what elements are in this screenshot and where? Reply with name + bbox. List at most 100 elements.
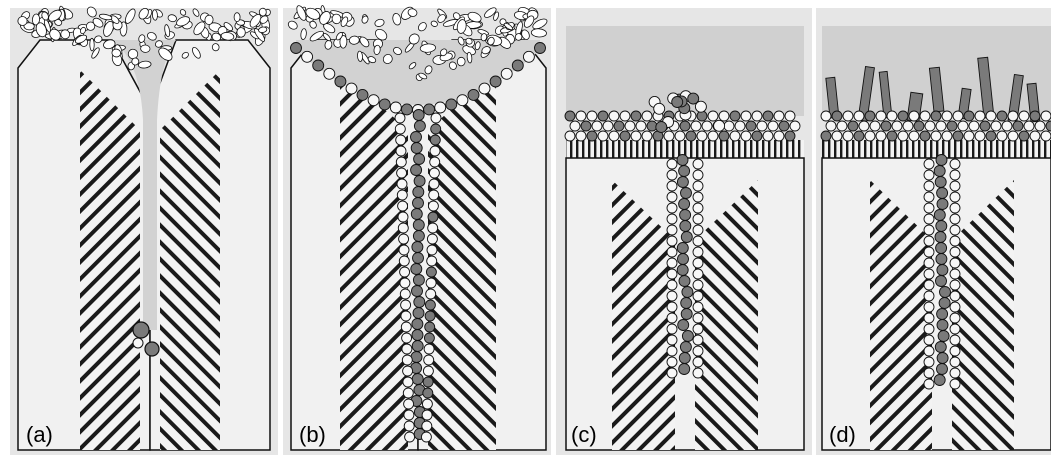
crystal-grain xyxy=(697,131,707,141)
crystal-grain xyxy=(667,203,677,213)
crystal-grain xyxy=(346,83,357,94)
crystal-grain xyxy=(654,103,665,114)
crystal-grain xyxy=(752,131,762,141)
crystal-grain xyxy=(435,102,446,113)
crystal-grain xyxy=(843,111,853,121)
crystal-grain xyxy=(424,104,435,115)
crystal-grain xyxy=(693,159,703,169)
crystal-grain xyxy=(691,121,701,131)
crystal-grain xyxy=(457,95,468,106)
crystal-grain xyxy=(686,131,696,141)
crystal-grain xyxy=(950,291,960,301)
crystal-grain xyxy=(950,170,960,180)
crystal-grain xyxy=(934,375,945,386)
crystal-grain xyxy=(924,291,934,301)
crystal-grain xyxy=(688,93,699,104)
crystal-grain xyxy=(490,76,501,87)
crystal-grain xyxy=(1008,111,1018,121)
crystal-grain xyxy=(887,131,897,141)
powder-flake xyxy=(90,38,95,51)
crystal-grain xyxy=(1008,131,1018,141)
crystal-grain xyxy=(881,121,891,131)
crystal-grain xyxy=(404,399,414,409)
crystal-grain xyxy=(693,291,703,301)
crystal-grain xyxy=(681,232,692,243)
crystal-grain xyxy=(413,253,424,264)
crystal-grain xyxy=(679,364,690,375)
crystal-grain xyxy=(693,368,703,378)
crystal-grain xyxy=(422,410,432,420)
crystal-grain xyxy=(429,168,439,178)
powder-flake xyxy=(357,51,363,62)
crystal-grain xyxy=(950,357,960,367)
crystal-grain xyxy=(302,51,313,62)
crystal-grain xyxy=(950,313,960,323)
crystal-grain xyxy=(291,43,302,54)
crystal-grain xyxy=(403,377,413,387)
crystal-grain xyxy=(667,346,677,356)
crystal-grain xyxy=(950,302,960,312)
crystal-grain xyxy=(924,269,934,279)
crystal-grain xyxy=(1041,111,1051,121)
crystal-grain xyxy=(614,121,624,131)
crystal-grain xyxy=(693,258,703,268)
crystal-grain xyxy=(997,111,1007,121)
crystal-grain xyxy=(667,214,677,224)
crystal-grain xyxy=(430,146,440,156)
crystal-grain xyxy=(693,335,703,345)
crystal-grain xyxy=(693,346,703,356)
crystal-grain xyxy=(679,353,690,364)
crystal-grain xyxy=(936,254,947,265)
crystal-grain xyxy=(620,111,630,121)
crystal-grain xyxy=(667,269,677,279)
crystal-grain xyxy=(991,121,1001,131)
crystal-grain xyxy=(423,377,433,387)
crystal-grain xyxy=(400,267,410,277)
crystal-grain xyxy=(964,111,974,121)
crystal-grain xyxy=(964,131,974,141)
crystal-grain xyxy=(402,355,412,365)
crystal-grain xyxy=(398,212,408,222)
crystal-grain xyxy=(821,111,831,121)
crystal-grain xyxy=(675,131,685,141)
crystal-grain xyxy=(854,131,864,141)
crystal-grain xyxy=(1030,111,1040,121)
crystal-grain xyxy=(986,131,996,141)
crystal-grain xyxy=(413,275,424,286)
crystal-grain xyxy=(679,199,690,210)
crystal-grain xyxy=(920,111,930,121)
crystal-grain xyxy=(667,313,677,323)
crystal-grain xyxy=(400,289,410,299)
crystal-grain xyxy=(735,121,745,131)
crystal-grain xyxy=(909,111,919,121)
crystal-grain xyxy=(763,111,773,121)
crystal-grain xyxy=(412,330,423,341)
crystal-grain xyxy=(934,210,945,221)
crystal-grain xyxy=(592,121,602,131)
crystal-grain xyxy=(620,131,630,141)
crystal-grain xyxy=(937,364,948,375)
crystal-grain xyxy=(679,166,690,177)
crystal-grain xyxy=(937,320,948,331)
crystal-grain xyxy=(667,225,677,235)
crystal-grain xyxy=(672,97,683,108)
mesh-layer xyxy=(822,140,1051,158)
crystal-grain xyxy=(677,177,688,188)
crystal-grain xyxy=(693,192,703,202)
seed-crystal xyxy=(145,342,159,356)
crystal-grain xyxy=(892,121,902,131)
crystal-grain xyxy=(950,258,960,268)
crystal-grain xyxy=(832,111,842,121)
crystal-grain xyxy=(859,121,869,131)
crystal-grain xyxy=(682,331,693,342)
crystal-grain xyxy=(942,131,952,141)
crystal-grain xyxy=(848,121,858,131)
crystal-grain xyxy=(741,111,751,121)
crystal-grain xyxy=(570,121,580,131)
crystal-grain xyxy=(664,131,674,141)
crystal-grain xyxy=(431,113,441,123)
panel-label-a: (a) xyxy=(26,422,53,447)
crystal-grain xyxy=(667,368,677,378)
crystal-grain xyxy=(870,121,880,131)
